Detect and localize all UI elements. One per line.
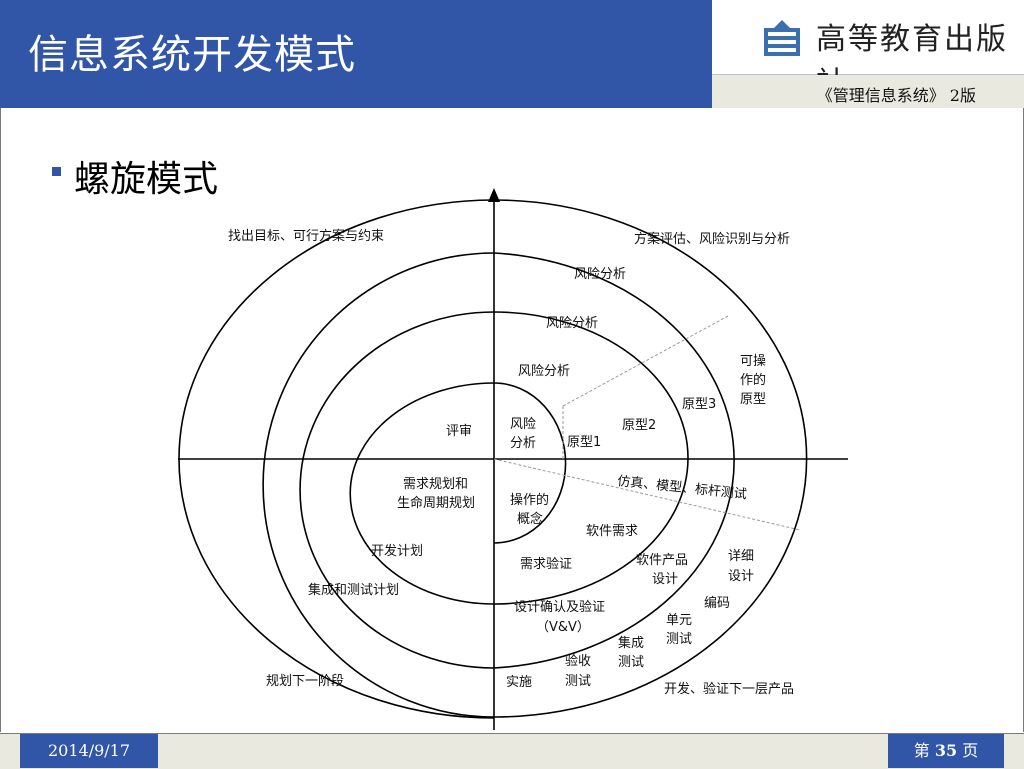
- label-acceptance-test: 测试: [565, 674, 591, 689]
- spiral-arc-3: [262, 252, 495, 718]
- label-integration-test-plan: 集成和测试计划: [308, 582, 399, 598]
- divider-line: [493, 458, 801, 531]
- label-development-plan: 开发计划: [371, 543, 423, 559]
- label-operable-prototype: 可操: [740, 353, 766, 369]
- label-coding: 编码: [704, 596, 730, 611]
- label-verification-validation: 设计确认及验证: [514, 599, 605, 615]
- spiral-arc-6: [493, 311, 689, 605]
- spiral-arc-1: [178, 199, 495, 719]
- divider-line: [562, 315, 729, 407]
- label-requirements-plan: 需求规划和: [403, 477, 468, 492]
- label-integration-test: 集成: [618, 635, 644, 651]
- spiral-arc-5: [299, 311, 495, 669]
- label-operable-prototype: 作的: [740, 372, 766, 388]
- label-objectives: 找出目标、可行方案与约束: [228, 228, 384, 244]
- label-operation-concept: 概念: [517, 511, 543, 527]
- axis-arrow-icon: [488, 188, 500, 202]
- label-next-phase: 规划下一阶段: [266, 674, 344, 689]
- book-subtitle: 《管理信息系统》 2版: [816, 86, 976, 105]
- page-number: 35: [934, 741, 958, 760]
- label-product-design: 软件产品: [636, 553, 688, 568]
- label-operation-concept: 操作的: [510, 492, 549, 508]
- label-requirements-verification: 需求验证: [520, 556, 572, 572]
- label-operable-prototype: 原型: [740, 392, 766, 407]
- label-risk-mid: 风险分析: [546, 316, 598, 331]
- label-evaluation: 方案评估、风险识别与分析: [634, 231, 790, 247]
- label-requirements-plan: 生命周期规划: [397, 495, 475, 511]
- label-implementation: 实施: [506, 675, 532, 690]
- page-suffix: 页: [957, 741, 979, 760]
- label-software-requirements: 软件需求: [586, 524, 638, 539]
- footer-bar: [0, 733, 1024, 769]
- label-integration-test: 测试: [618, 655, 644, 670]
- label-risk-inner: 风险分析: [518, 364, 570, 379]
- footer-date: 2014/9/17: [20, 734, 158, 768]
- book-subtitle-bar: 《管理信息系统》 2版: [712, 75, 1024, 108]
- label-verification-validation: （V&V）: [536, 620, 590, 635]
- label-prototype-1: 原型1: [567, 435, 601, 450]
- title-bar: 信息系统开发模式: [0, 0, 712, 108]
- label-risk-center: 风险: [510, 417, 536, 432]
- spiral-arc-7: [349, 382, 495, 605]
- label-simulation: 仿真、模型、标杆测试: [617, 474, 748, 503]
- spiral-arc-4: [493, 252, 735, 669]
- bullet-square-icon: [52, 167, 61, 176]
- label-risk-center: 分析: [510, 436, 536, 451]
- spiral-arc-2: [493, 199, 808, 718]
- label-develop-next: 开发、验证下一层产品: [664, 681, 794, 697]
- label-detailed-design: 详细: [728, 549, 754, 564]
- label-detailed-design: 设计: [728, 569, 754, 584]
- page-prefix: 第: [913, 741, 935, 760]
- label-acceptance-test: 验收: [565, 653, 591, 669]
- publisher-logo-area: [712, 0, 1024, 75]
- label-product-design: 设计: [652, 572, 678, 587]
- label-prototype-2: 原型2: [622, 418, 656, 433]
- publisher-logo-icon: [764, 20, 800, 56]
- label-risk-outer: 风险分析: [574, 267, 626, 282]
- footer-page-number: 第 35 页: [888, 734, 1004, 768]
- spiral-arc-8: [493, 382, 567, 544]
- section-heading: 螺旋模式: [74, 159, 219, 200]
- label-unit-test: 测试: [666, 632, 692, 647]
- label-unit-test: 单元: [666, 613, 692, 628]
- label-review: 评审: [446, 424, 472, 439]
- slide-title: 信息系统开发模式: [28, 32, 356, 78]
- label-prototype-3: 原型3: [682, 397, 716, 412]
